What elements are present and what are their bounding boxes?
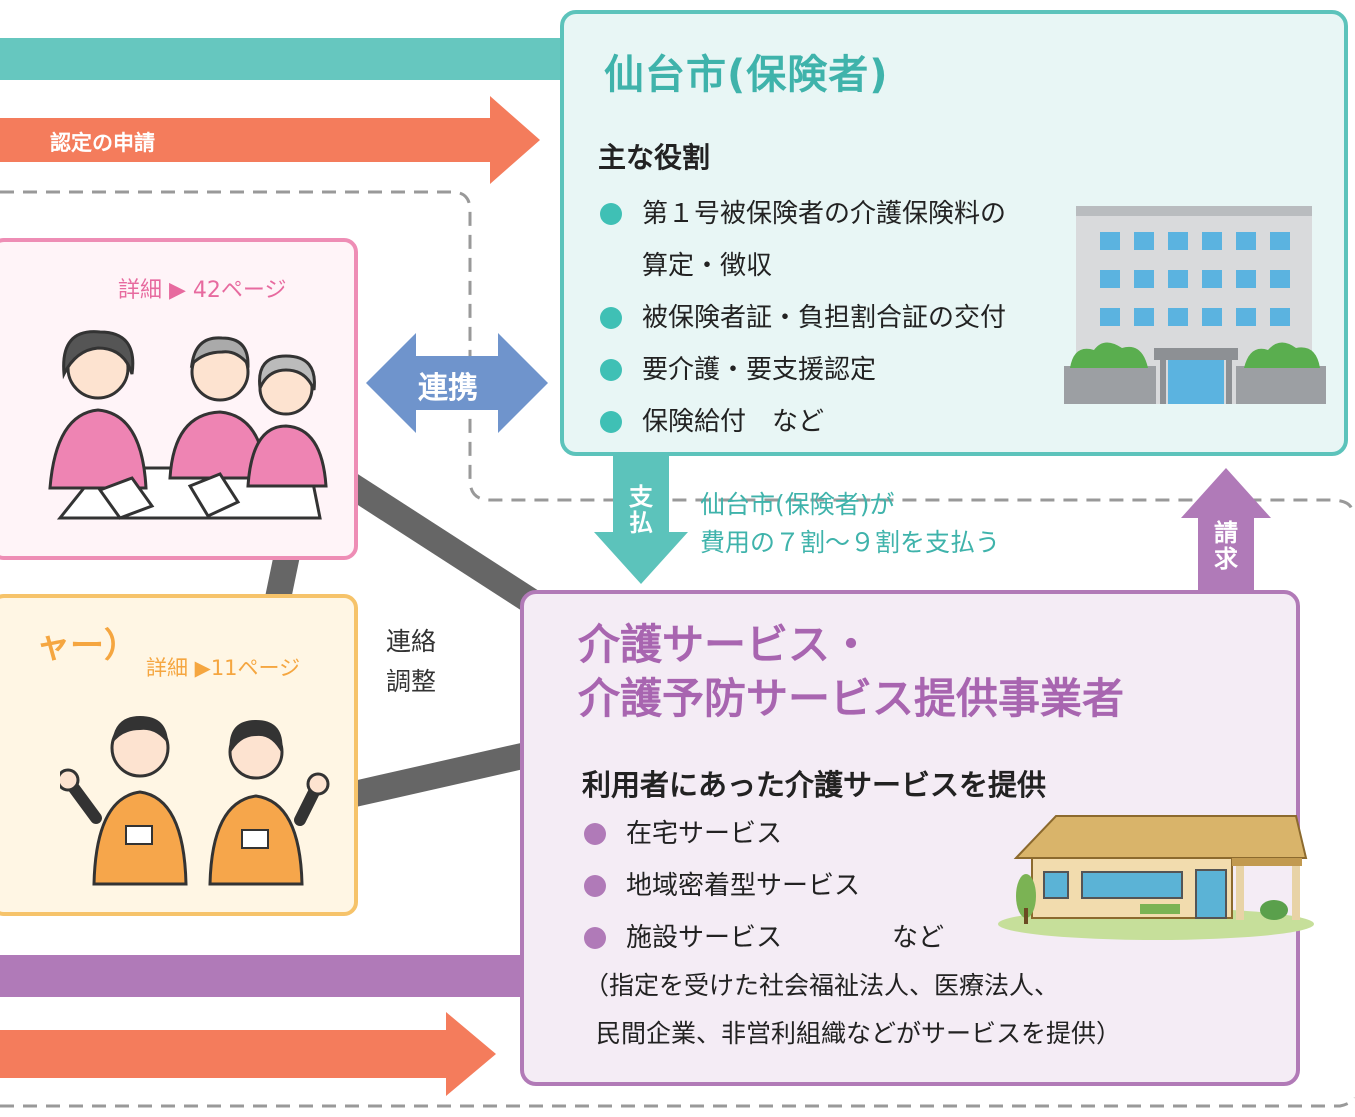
provider-title: 介護サービス・ 介護予防サービス提供事業者 [578,618,1124,726]
role-item: 第１号被保険者の介護保険料の [600,188,1006,240]
service-item: 施設サービスなど [584,912,944,964]
coordination-label: 連絡調整 [386,627,437,696]
roles-list: 第１号被保険者の介護保険料の 算定・徴収 被保険者証・負担割合証の交付 要介護・… [600,188,1006,448]
insurer-title: 仙台市(保険者) [604,52,889,98]
billing-label: 請求 [1214,519,1238,573]
purple-bar [0,955,530,997]
bullet-dot-icon [600,359,622,381]
provider-note-line1: （指定を受けた社会福祉法人、医療法人、 [584,971,1060,1000]
office-building-icon [1064,206,1326,404]
bullet-dot-icon [600,203,622,225]
bullet-dot-icon [584,875,606,897]
cooperation-label: 連携 [418,371,478,406]
provider-heading: 利用者にあった介護サービスを提供 [582,768,1047,802]
provider-note: （指定を受けた社会福祉法人、医療法人、 民間企業、非営利組織などがサービスを提供… [584,962,1121,1058]
bullet-dot-icon [584,927,606,949]
services-list: 在宅サービス 地域密着型サービス 施設サービスなど [584,808,944,964]
role-item: 被保険者証・負担割合証の交付 [600,292,1006,344]
teal-bar [0,38,565,80]
role-item: 要介護・要支援認定 [600,344,1006,396]
care-manager-detail-link[interactable]: 詳細 ▶11ページ [146,656,301,680]
dashed-bottom-line [0,1096,1355,1108]
dashed-region-line [0,190,1354,511]
service-item: 地域密着型サービス [584,860,944,912]
care-support-detail-link[interactable]: 詳細 ▶ 42ページ [118,278,287,303]
payment-note-line1: 仙台市(保険者)が [700,490,895,519]
service-item: 在宅サービス [584,808,944,860]
bullet-dot-icon [600,411,622,433]
bullet-dot-icon [600,307,622,329]
billing-arrow [1181,468,1271,594]
provider-title-line1: 介護サービス・ [578,620,873,669]
payment-label: 支払 [629,483,653,537]
care-staff-icon [60,716,330,886]
consultation-people-icon [48,330,328,520]
payment-note: 仙台市(保険者)が 費用の７割～９割を支払う [700,486,1000,562]
bottom-orange-arrow [0,1012,496,1096]
application-arrow [0,96,540,184]
provider-title-line2: 介護予防サービス提供事業者 [578,674,1125,723]
provider-note-line2: 民間企業、非営利組織などがサービスを提供） [596,1019,1122,1048]
role-item-continuation: 算定・徴収 [642,251,773,281]
application-label: 認定の申請 [50,131,155,155]
gray-link-lower [347,739,543,808]
care-facility-house-icon [998,815,1314,940]
cooperation-arrow [366,333,548,433]
roles-heading: 主な役割 [598,141,711,174]
payment-arrow [594,456,688,584]
bullet-dot-icon [584,823,606,845]
role-item: 保険給付 など [600,396,1006,448]
services-suffix: など [892,923,945,953]
payment-note-line2: 費用の７割～９割を支払う [700,528,1001,557]
care-manager-title: ャー） [36,626,138,666]
